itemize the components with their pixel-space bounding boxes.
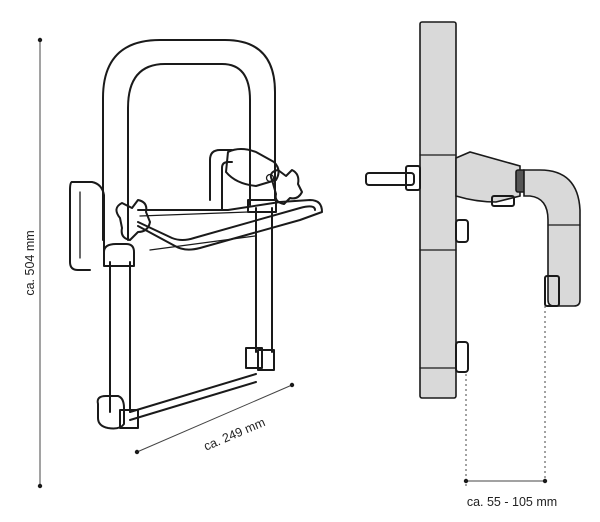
width-dimension-line — [134, 382, 295, 455]
depth-dimension-line — [463, 478, 548, 484]
lower-pad — [455, 341, 469, 373]
depth-dimension-label: ca. 55 - 105 mm — [467, 495, 557, 509]
clamp-arm — [455, 151, 527, 207]
right-knob-icon — [269, 169, 303, 205]
bottom-rail — [96, 347, 275, 430]
tub-edge-slab — [419, 21, 457, 399]
handle-arm — [523, 169, 581, 307]
through-rod — [365, 165, 421, 191]
front-view: ca. 504 mm — [23, 37, 323, 489]
side-view: ca. 55 - 105 mm — [365, 21, 581, 509]
depth-projection-lines — [465, 306, 546, 486]
rear-bracket — [209, 149, 233, 211]
left-knob-icon — [115, 199, 151, 241]
width-dimension-label: ca. 249 mm — [202, 415, 268, 453]
height-dimension-line — [37, 37, 43, 489]
right-lower-tube — [247, 199, 277, 353]
height-dimension-label: ca. 504 mm — [23, 230, 37, 295]
upper-pad — [455, 219, 469, 243]
left-lower-tube — [103, 243, 135, 413]
top-clamp-block — [225, 148, 280, 187]
top-handle-arch — [102, 39, 276, 241]
clamp-frame — [137, 199, 323, 251]
left-wall-bracket — [69, 181, 105, 271]
